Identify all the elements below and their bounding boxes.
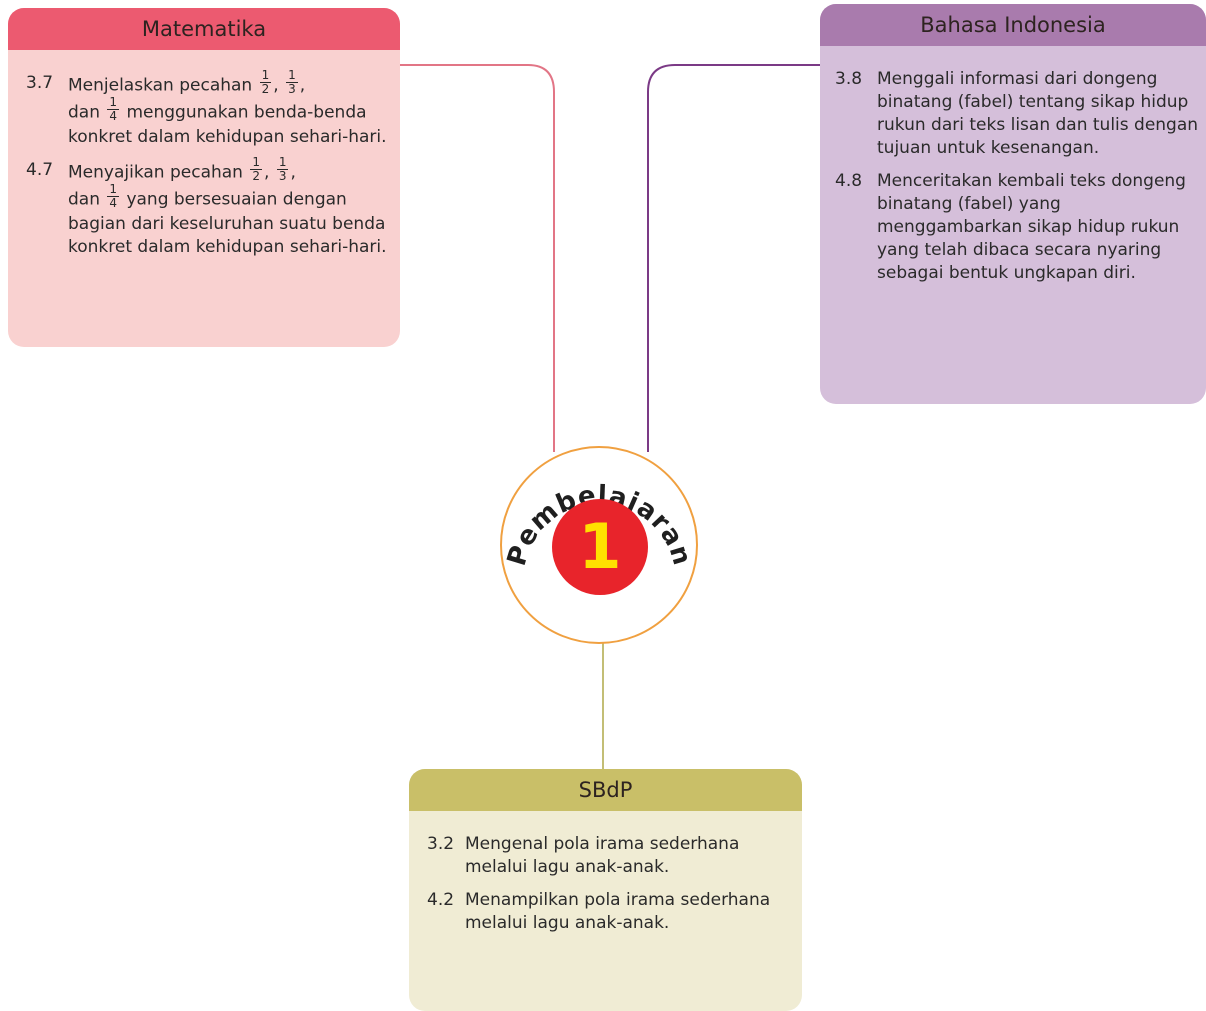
bahasa-indonesia-box: Bahasa Indonesia 3.8 Menggali informasi … — [820, 4, 1206, 404]
item-number: 3.8 — [835, 69, 863, 89]
matematika-connector — [400, 64, 555, 452]
list-item: 3.8 Menggali informasi dari dongeng bina… — [835, 68, 1200, 160]
item-number: 4.2 — [427, 890, 455, 910]
number-circle — [552, 499, 648, 595]
item-number: 4.7 — [26, 160, 54, 180]
item-text: Menggali informasi dari dongeng binatang… — [877, 69, 1199, 158]
item-text: Menceritakan kembali teks dongeng binata… — [877, 171, 1186, 283]
item-number: 4.8 — [835, 171, 863, 191]
bahasa-connector — [647, 64, 820, 452]
item-text: Menjelaskan pecahan — [68, 75, 253, 96]
list-item: 4.8 Menceritakan kembali teks dongeng bi… — [835, 170, 1200, 285]
sbdp-box: SBdP 3.2 Mengenal pola irama sederhana m… — [409, 769, 802, 1011]
sbdp-title: SBdP — [409, 769, 802, 811]
item-text: menggunakan benda-benda konkret dalam ke… — [68, 102, 387, 148]
list-item: 3.2 Mengenal pola irama sederhana melalu… — [427, 833, 796, 879]
item-number: 3.7 — [26, 73, 54, 93]
bahasa-indonesia-list: 3.8 Menggali informasi dari dongeng bina… — [820, 46, 1206, 285]
item-text: Menyajikan pecahan — [68, 162, 243, 183]
list-item: 4.2 Menampilkan pola irama sederhana mel… — [427, 889, 796, 935]
sbdp-list: 3.2 Mengenal pola irama sederhana melalu… — [409, 811, 802, 935]
matematika-title: Matematika — [8, 8, 400, 50]
item-text: yang bersesuaian dengan bagian dari kese… — [68, 189, 387, 258]
item-text: Menampilkan pola irama sederhana melalui… — [465, 890, 771, 933]
bahasa-indonesia-title: Bahasa Indonesia — [820, 4, 1206, 46]
item-text: Mengenal pola irama sederhana melalui la… — [465, 834, 740, 877]
item-number: 3.2 — [427, 834, 455, 854]
lesson-number: 1 — [578, 510, 622, 583]
